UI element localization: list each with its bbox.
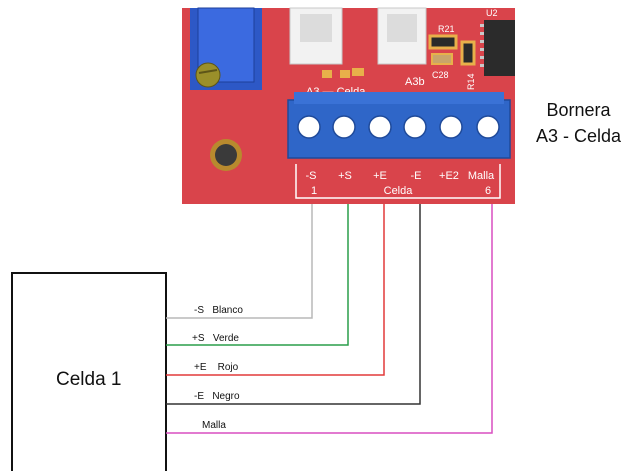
wire-labels: -S Blanco +S Verde +E Rojo -E Negro Mall…: [192, 305, 243, 431]
silkscreen-a3b: A3b: [405, 76, 425, 88]
load-cell-box: [11, 272, 167, 471]
terminal-screw-2: [332, 115, 356, 139]
wire-white: [166, 204, 313, 319]
mounting-hole: [215, 144, 237, 166]
trimmer-screw: [195, 62, 221, 88]
trimmer-slot: [198, 69, 218, 74]
terminal-block-title-line1: Bornera: [546, 100, 611, 120]
jst-connector-1-socket: [300, 14, 332, 42]
wire-green: [166, 204, 349, 346]
terminal-screw-1: [297, 115, 321, 139]
terminal-block-title-line2: A3 - Celda: [535, 126, 622, 146]
terminal-screw-3: [368, 115, 392, 139]
wire-black: [166, 204, 421, 405]
load-cell-label: Celda 1: [56, 369, 122, 390]
terminal-screw-6: [476, 115, 500, 139]
pin-index-first: 1: [311, 185, 317, 197]
silkscreen-c28: C28: [432, 70, 449, 80]
wire-label-white: -S Blanco: [194, 305, 243, 316]
wire-label-red: +E Rojo: [194, 362, 239, 373]
wire-red: [166, 204, 385, 376]
terminal-block-top: [294, 92, 504, 104]
resistor-r21: [428, 34, 458, 50]
wire-label-shield: Malla: [202, 420, 226, 431]
pin-label-1: -S: [306, 170, 317, 182]
terminal-screw-4: [403, 115, 427, 139]
pin-label-6: Malla: [468, 170, 495, 182]
terminal-screws: [297, 115, 500, 139]
wire-label-green: +S Verde: [192, 333, 239, 344]
pcb-board: A3 — Celda A3b R21 C28 R14 U2 -S +S +E -…: [182, 7, 515, 204]
resistor-r14: [460, 40, 476, 66]
pin-label-2: +S: [338, 170, 352, 182]
ic-u2: [484, 20, 515, 76]
wires: [166, 204, 493, 434]
pin-label-frame: [295, 164, 501, 199]
terminal-screw-5: [439, 115, 463, 139]
terminal-block: [287, 99, 511, 159]
ic-u2-pins: [480, 24, 484, 67]
solder-pad: [322, 70, 332, 78]
solder-pad: [352, 68, 364, 76]
wire-label-black: -E Negro: [194, 391, 240, 402]
jst-connector-2-socket: [387, 14, 417, 42]
solder-pad: [340, 70, 350, 78]
silkscreen-r21: R21: [438, 24, 455, 34]
pin-labels: -S +S +E -E +E2 Malla 1 Celda 6: [306, 170, 496, 197]
pin-label-3: +E: [373, 170, 387, 182]
silkscreen-u2: U2: [486, 8, 498, 18]
pin-index-last: 6: [485, 185, 491, 197]
silkscreen-r14: R14: [466, 73, 476, 90]
pin-label-5: +E2: [439, 170, 459, 182]
pin-group-label: Celda: [384, 185, 414, 197]
capacitor-c28: [431, 53, 453, 65]
pin-label-4: -E: [411, 170, 422, 182]
wire-shield: [166, 204, 493, 434]
